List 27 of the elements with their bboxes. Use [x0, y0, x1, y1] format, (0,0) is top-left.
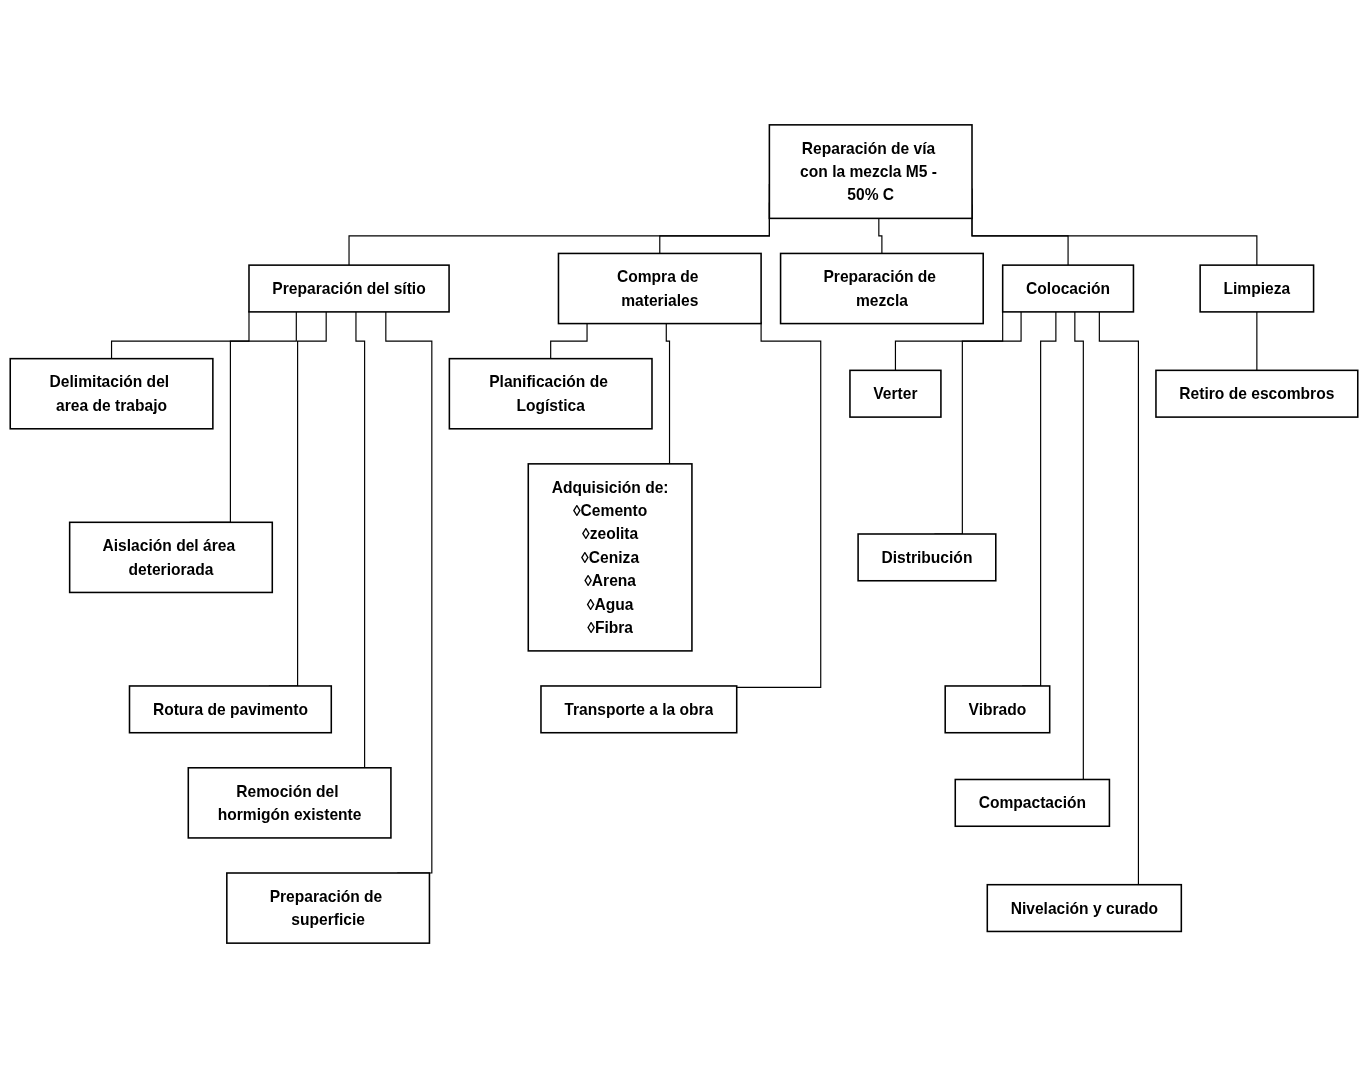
node-box: Limpieza: [1199, 264, 1315, 313]
node-box: Preparación de superficie: [226, 872, 431, 944]
connector: [736, 321, 822, 688]
node-box: Reparación de vía con la mezcla M5 - 50% C: [768, 124, 973, 220]
connector: [1256, 311, 1258, 371]
node-box: Retiro de escombros: [1155, 369, 1359, 418]
node-box: Preparación del sítio: [248, 264, 450, 313]
connector: [878, 217, 883, 255]
node-box: Aislación del área deteriorada: [68, 521, 274, 594]
connector: [110, 310, 250, 360]
node-box: Compactación: [954, 778, 1111, 828]
node-box: Nivelación y curado: [986, 883, 1183, 933]
node-box: Remoción del hormigón existente: [187, 767, 392, 839]
node-box: Planificación de Logística: [448, 357, 653, 430]
connector: [385, 311, 433, 874]
node-box: Colocación: [1001, 264, 1135, 313]
node-box: Compra de materiales: [557, 252, 762, 325]
connector: [1098, 311, 1139, 886]
node-box: Rotura de pavimento: [128, 685, 333, 734]
node-box: Delimitación del area de trabajo: [9, 357, 214, 430]
node-box: Distribución: [857, 533, 997, 582]
node-box: Transporte a la obra: [540, 685, 738, 734]
node-box: Vibrado: [944, 685, 1051, 734]
node-box: Preparación de mezcla: [779, 252, 984, 325]
node-box: Adquisición de: ◊Cemento ◊zeolita ◊Ceniza ◊Arena ◊Agua ◊Fibra: [527, 463, 693, 652]
connector: [550, 323, 588, 360]
node-box: Verter: [849, 369, 942, 418]
